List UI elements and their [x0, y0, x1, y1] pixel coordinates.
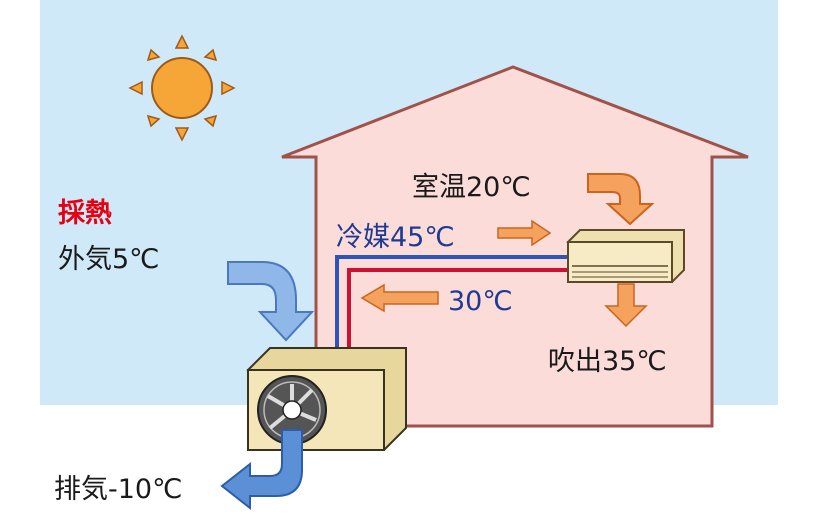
house: [281, 65, 749, 428]
blowout-label: 吹出35℃: [548, 346, 667, 377]
refrigerant-label: 冷媒45℃: [336, 222, 455, 253]
return-temp-label: 30℃: [448, 286, 513, 317]
return-arrow: [360, 283, 439, 313]
indoor-unit-icon: [566, 229, 685, 284]
exhaust-label: 排気-10℃: [54, 474, 182, 505]
room-temp-label: 室温20℃: [412, 172, 531, 203]
blowout-arrow: [604, 283, 648, 328]
refrigerant-pipes: [335, 255, 575, 362]
exhaust-arrow: [220, 429, 303, 511]
room-temp-arrow: [587, 173, 655, 226]
sun-icon: [128, 34, 236, 142]
outdoor-unit-icon: [246, 347, 407, 452]
collect-heat-label: 採熱: [58, 198, 112, 229]
refrigerant-arrow: [497, 219, 552, 247]
outside-air-arrow: [227, 261, 315, 342]
outside-air-label: 外気5℃: [58, 244, 160, 275]
